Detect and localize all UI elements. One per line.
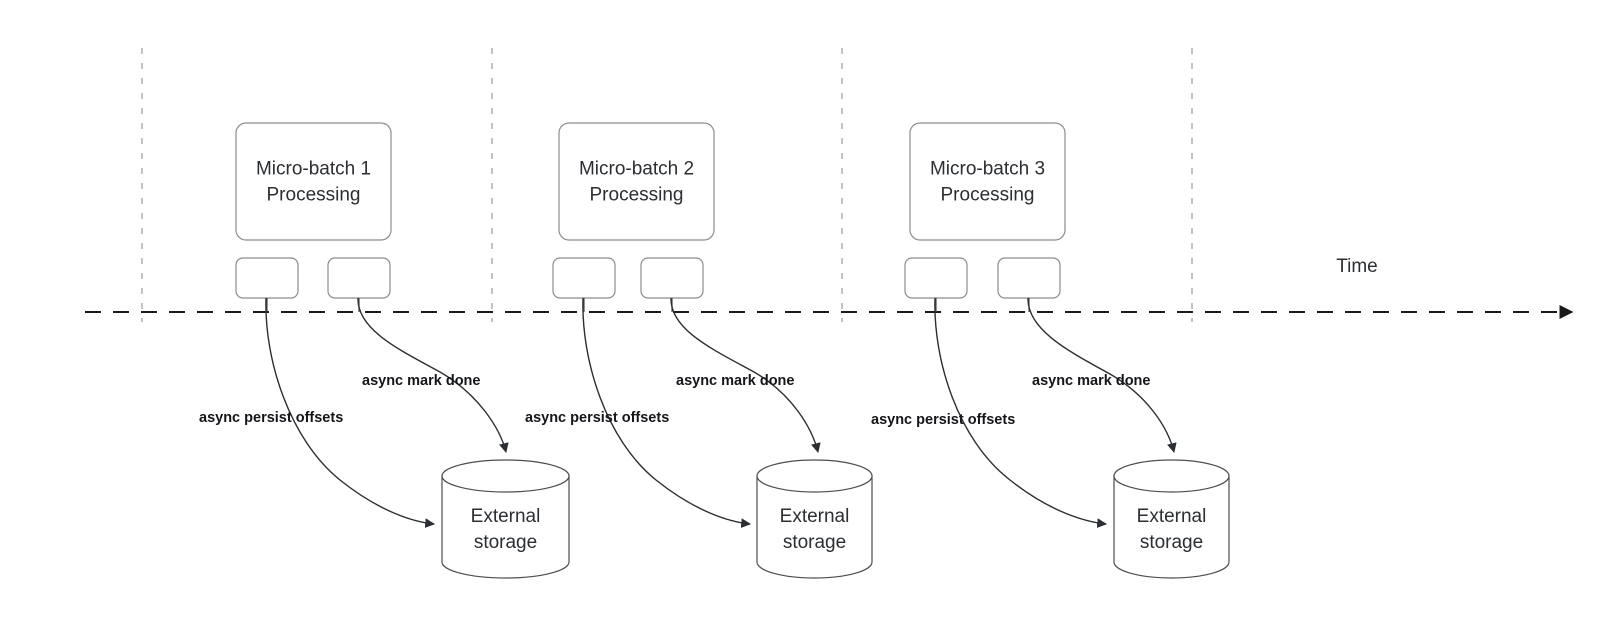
external-storage-cylinder-top-1 bbox=[441, 459, 570, 493]
async-persist-offsets-arrow-1 bbox=[265, 297, 435, 528]
micro-batch-box-label-line1: Micro-batch 1 bbox=[256, 159, 371, 180]
persist-offsets-task-box-3[interactable] bbox=[904, 257, 968, 299]
async-persist-offsets-arrow-3 bbox=[934, 297, 1107, 528]
external-storage-label-line1: External bbox=[471, 506, 541, 527]
time-axis-label: Time bbox=[1336, 256, 1378, 277]
external-storage-label-line2: storage bbox=[783, 532, 846, 553]
async-mark-done-arrow-3 bbox=[1027, 297, 1177, 453]
async-mark-done-label-2: async mark done bbox=[676, 373, 794, 389]
external-storage-label-line2: storage bbox=[474, 532, 537, 553]
micro-batch-box-3[interactable] bbox=[909, 122, 1066, 241]
micro-batch-box-label-line2: Processing bbox=[267, 185, 361, 206]
external-storage-cylinder-body-3[interactable] bbox=[1113, 475, 1230, 579]
external-storage-cylinder-top-3 bbox=[1113, 459, 1230, 493]
micro-batch-box-label-line1: Micro-batch 3 bbox=[930, 159, 1045, 180]
micro-batch-box-label-line1: Micro-batch 2 bbox=[579, 159, 694, 180]
external-storage-label-line1: External bbox=[780, 506, 850, 527]
persist-offsets-task-box-1[interactable] bbox=[235, 257, 299, 299]
async-persist-offsets-arrow-2 bbox=[582, 297, 751, 528]
micro-batch-box-1[interactable] bbox=[235, 122, 392, 241]
external-storage-cylinder-top-2 bbox=[756, 459, 873, 493]
async-persist-offsets-label-2: async persist offsets bbox=[525, 410, 669, 426]
mark-done-task-box-1[interactable] bbox=[327, 257, 391, 299]
external-storage-label-line2: storage bbox=[1140, 532, 1203, 553]
async-persist-offsets-label-3: async persist offsets bbox=[871, 412, 1015, 428]
persist-offsets-task-box-2[interactable] bbox=[552, 257, 616, 299]
async-mark-done-label-3: async mark done bbox=[1032, 373, 1150, 389]
external-storage-cylinder-body-1[interactable] bbox=[441, 475, 570, 579]
external-storage-cylinder-body-2[interactable] bbox=[756, 475, 873, 579]
mark-done-task-box-2[interactable] bbox=[640, 257, 704, 299]
async-persist-offsets-label-1: async persist offsets bbox=[199, 410, 343, 426]
mark-done-task-box-3[interactable] bbox=[997, 257, 1061, 299]
external-storage-label-line1: External bbox=[1137, 506, 1207, 527]
async-mark-done-arrow-1 bbox=[357, 297, 509, 453]
micro-batch-box-label-line2: Processing bbox=[590, 185, 684, 206]
time-axis: Time bbox=[85, 256, 1574, 319]
micro-batch-box-2[interactable] bbox=[558, 122, 715, 241]
tick-dashed-lines bbox=[141, 48, 1193, 322]
async-mark-done-arrow-2 bbox=[670, 297, 821, 453]
async-mark-done-label-1: async mark done bbox=[362, 373, 480, 389]
micro-batch-box-label-line2: Processing bbox=[941, 185, 1035, 206]
